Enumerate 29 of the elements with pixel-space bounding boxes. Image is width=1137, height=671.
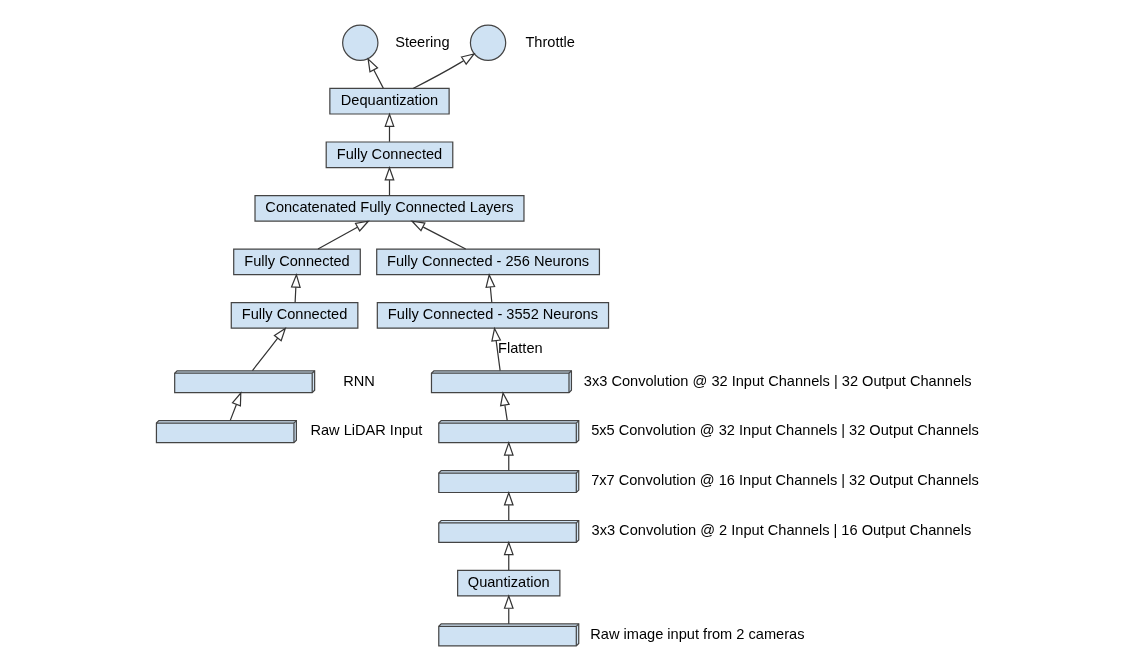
node-label: Steering	[394, 33, 450, 50]
node-label: 3x3 Convolution @ 2 Input Channels | 16 Output Channels	[591, 522, 971, 539]
node-circle	[469, 24, 506, 62]
arrow	[499, 391, 510, 421]
node-label: Raw LiDAR Input	[309, 422, 422, 439]
node-label: 5x5 Convolution @ 32 Input Channels | 32 Output Channels	[590, 422, 979, 439]
node-box: Fully Connected	[325, 141, 453, 169]
arrow	[251, 327, 286, 372]
node-label: 7x7 Convolution @ 16 Input Channels | 32 Output Channels	[590, 472, 979, 489]
node-box: Fully Connected - 256 Neurons	[375, 248, 600, 276]
arrow	[409, 220, 466, 250]
node-box: Fully Connected	[230, 302, 358, 329]
arrow	[316, 220, 370, 250]
arrow	[229, 391, 241, 421]
node-box: Dequantization	[328, 87, 450, 115]
node-box: Concatenated Fully Connected Layers	[253, 194, 525, 222]
node-circle	[341, 24, 379, 62]
arrow	[484, 273, 495, 303]
arrow	[490, 326, 501, 372]
edge-label: Flatten	[497, 340, 543, 357]
node-box: Fully Connected - 3552 Neurons	[376, 302, 609, 329]
node-label: Throttle	[524, 33, 575, 50]
node-box: Fully Connected	[232, 248, 361, 276]
node-label: RNN	[342, 372, 375, 389]
node-label: 3x3 Convolution @ 32 Input Channels | 32 Output Channels	[583, 372, 972, 389]
arrow	[366, 57, 384, 89]
node-label: Raw image input from 2 cameras	[589, 625, 804, 642]
arrow	[411, 52, 476, 90]
node-box: Quantization	[456, 569, 560, 597]
